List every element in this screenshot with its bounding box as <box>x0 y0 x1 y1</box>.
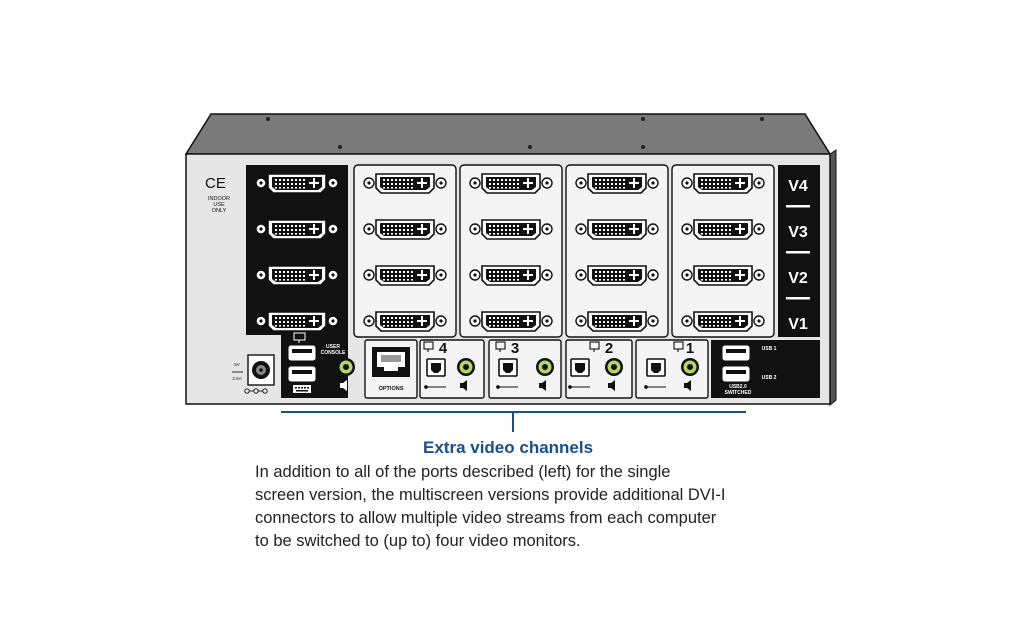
console-monitor-icon <box>293 332 306 343</box>
video-channel-label-v2: V2 <box>788 270 808 287</box>
caption-line: In addition to all of the ports describe… <box>255 463 671 481</box>
usb2-label: USB 2 <box>762 375 777 381</box>
caption-line: to be switched to (up to) four video mon… <box>255 532 581 550</box>
usb1-label: USB 1 <box>762 346 777 352</box>
computer-panels <box>353 164 775 399</box>
computer-port-number-3: 3 <box>511 340 519 357</box>
usb-trident-icons <box>424 385 666 389</box>
console-usb-port-2 <box>288 366 316 382</box>
speaker-icons <box>460 380 691 391</box>
power-rating-label: 5V <box>234 362 240 367</box>
dc-polarity-icon <box>232 371 268 394</box>
chassis-right-side <box>829 149 837 407</box>
video-channel-label-v4: V4 <box>788 178 808 195</box>
ce-mark: CE <box>205 175 226 192</box>
computer-port-number-4: 4 <box>439 340 448 357</box>
computer-port-number-2: 2 <box>605 340 613 357</box>
options-label: OPTIONS <box>379 386 404 392</box>
switched-usb-port-1 <box>722 345 750 361</box>
computer-port-number-1: 1 <box>686 340 694 357</box>
indoor-use-label-line3: ONLY <box>212 208 227 214</box>
console-speaker-icon <box>340 380 347 391</box>
chassis-screws <box>266 117 764 149</box>
video-channel-label-v1: V1 <box>788 316 808 333</box>
caption-title: Extra video channels <box>423 438 594 457</box>
power-socket <box>247 354 275 386</box>
caption-line: screen version, the multiscreen versions… <box>255 486 726 504</box>
usb-switched-label-line2: SWITCHED <box>725 390 752 396</box>
computer-monitor-icons <box>423 341 684 352</box>
video-channel-label-v3: V3 <box>788 224 808 241</box>
switched-usb-port-2 <box>722 366 750 382</box>
chassis-top <box>184 113 832 155</box>
power-rating-label-line2: 2.5A <box>232 376 241 381</box>
indoor-use-label: INDOOR <box>208 196 230 202</box>
console-audio-jack <box>337 358 355 376</box>
user-console-label: USER <box>326 344 340 350</box>
video-channel-dividers <box>786 205 810 300</box>
keyboard-icon <box>293 385 311 393</box>
options-rj45-port <box>372 347 410 377</box>
user-console-label-line2: CONSOLE <box>321 350 346 356</box>
indoor-use-label-line2: USE <box>213 202 225 208</box>
caption-line: connectors to allow multiple video strea… <box>255 509 717 527</box>
callout-bracket <box>281 411 746 432</box>
caption-body: In addition to all of the ports describe… <box>255 461 815 553</box>
usb-switched-label: USB2.0 <box>729 384 747 390</box>
console-usb-port-1 <box>288 345 316 361</box>
